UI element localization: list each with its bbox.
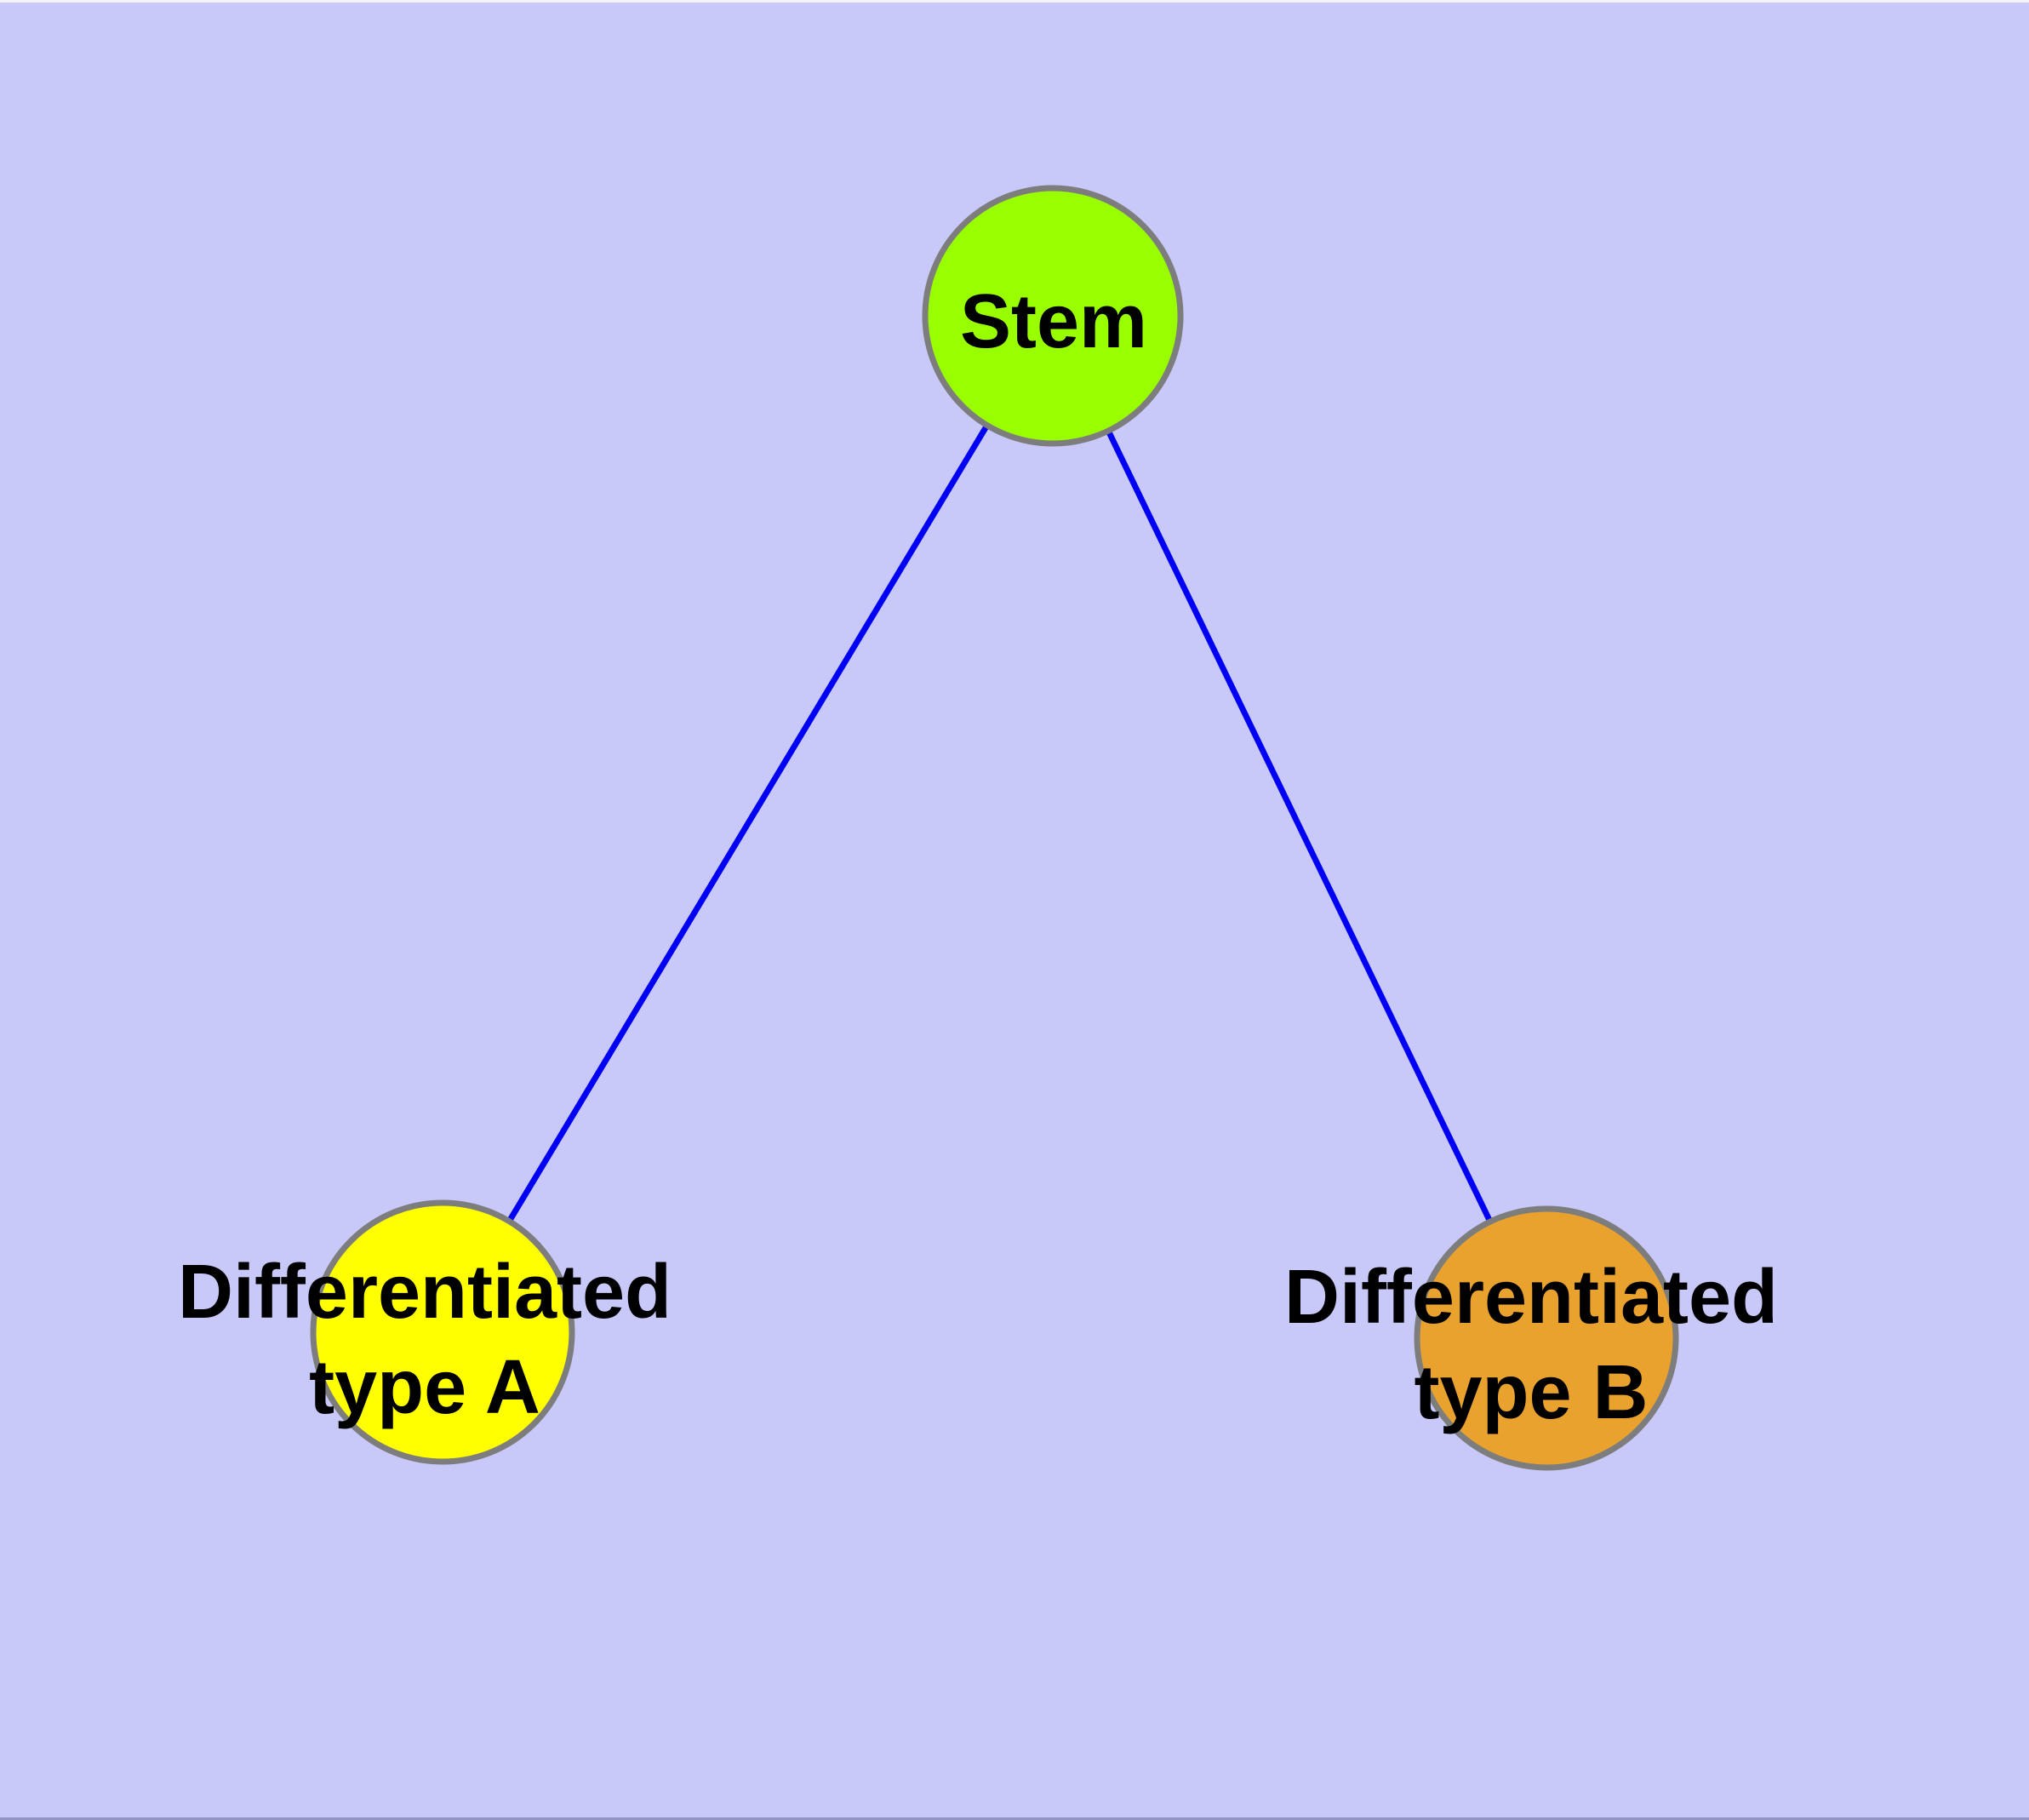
- type-b-node: [1414, 1205, 1679, 1471]
- stem-node-label: Stem: [960, 279, 1147, 364]
- type-b-node-label-line2: type B: [1414, 1350, 1648, 1435]
- stem-node: [922, 185, 1184, 447]
- edge-stem-to-type-b: [1049, 312, 1550, 1342]
- type-b-node-label-line1: Differentiated: [1284, 1255, 1778, 1340]
- edge-stem-to-type-a: [439, 312, 1056, 1336]
- type-a-node-label-line2: type A: [309, 1345, 540, 1430]
- type-a-node-label-line1: Differentiated: [178, 1250, 672, 1335]
- type-a-node: [310, 1199, 575, 1465]
